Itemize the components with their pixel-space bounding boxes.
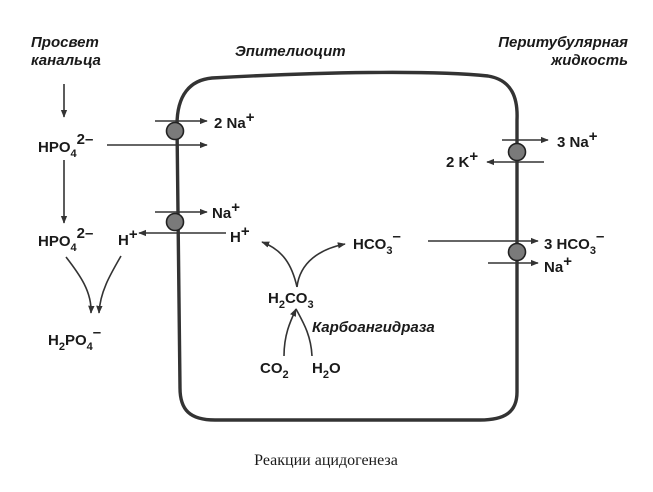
na-label-right: Na+: [544, 253, 572, 276]
h2co3: H2CO3: [268, 290, 314, 311]
hco3-inside: HCO3–: [353, 228, 401, 257]
h2o-to-h2co3-arrow: [295, 308, 313, 357]
na-h-exchanger: [165, 212, 185, 232]
h-to-h2po4-arrow: [96, 255, 122, 314]
co2: CO2: [260, 360, 289, 381]
na3-label: 3 Na+: [557, 128, 598, 151]
co2-to-h2co3-arrow: [283, 308, 297, 357]
peritubular-header-line1: Перитубулярная: [498, 34, 628, 51]
lumen-header-line1: Просвет: [31, 34, 99, 51]
hco3-3-label: 3 HCO3–: [544, 228, 604, 257]
na2-label: 2 Na+: [214, 109, 255, 132]
peritubular-header-line2: жидкость: [550, 52, 628, 69]
h2co3-to-h-arrow: [261, 241, 298, 288]
lumen-header-line2: канальца: [31, 52, 101, 69]
h2po4-lumen: H2PO4–: [48, 324, 101, 353]
hpo4-lumen-bottom: HPO42–: [38, 225, 93, 254]
h-inside: H+: [230, 223, 250, 246]
h2o: H2O: [312, 360, 341, 381]
h-lumen: H+: [118, 226, 138, 249]
h2co3-to-hco3-arrow: [296, 242, 346, 288]
na-k-atpase: [507, 142, 527, 162]
cell-header: Эпителиоцит: [235, 43, 346, 60]
hpo4-lumen-top: HPO42–: [38, 131, 93, 160]
na-phosphate-cotransporter: [165, 121, 185, 141]
k2-label: 2 K+: [446, 148, 478, 171]
hpo4-to-h2po4-arrow: [65, 256, 95, 314]
na-label-left: Na+: [212, 199, 240, 222]
figure-caption: Реакции ацидогенеза: [254, 452, 398, 469]
na-hco3-cotransporter: [507, 242, 527, 262]
enzyme-label: Карбоангидраза: [312, 319, 435, 336]
